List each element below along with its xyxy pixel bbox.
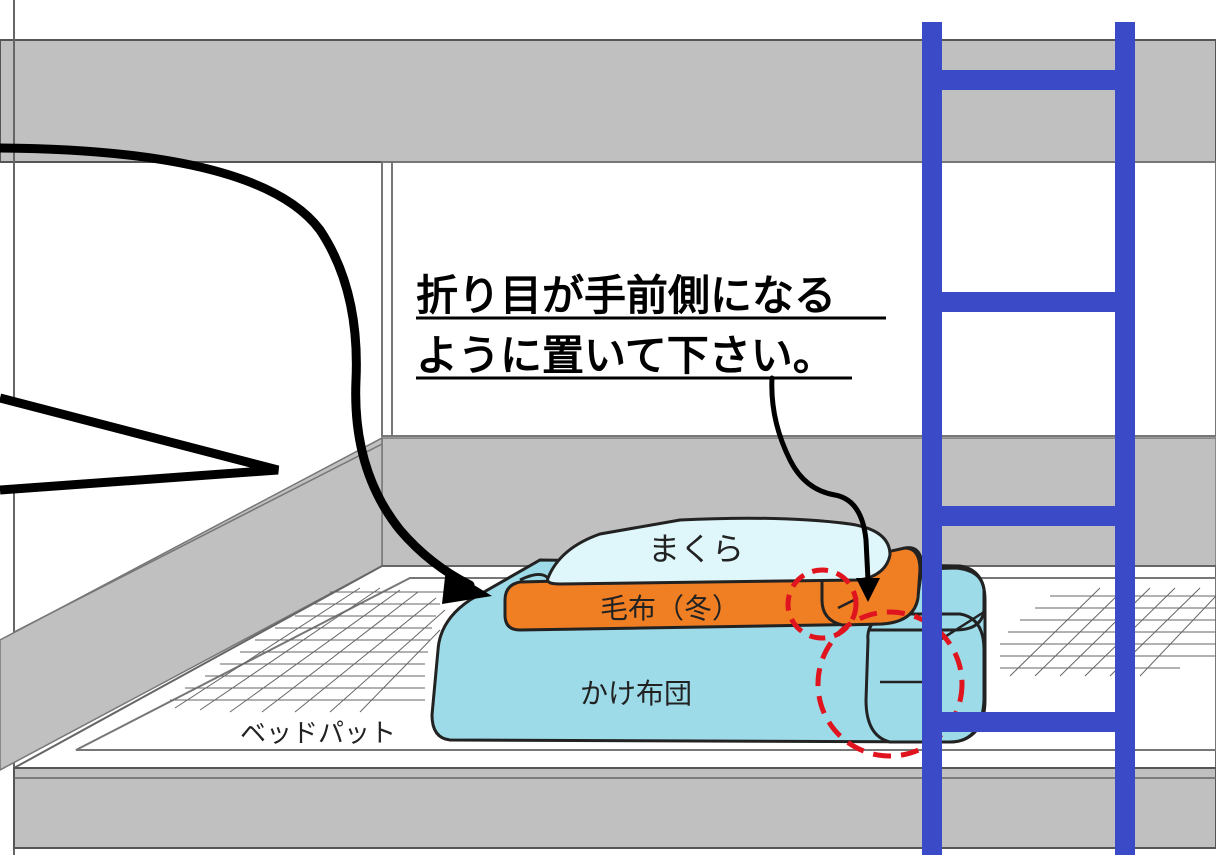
fold-highlight-small — [785, 567, 859, 641]
speech-bubble-tail — [0, 393, 280, 495]
pillow — [519, 516, 892, 586]
front-rail — [13, 767, 1216, 849]
upper-bunk-rail — [0, 39, 1216, 163]
blanket-label: 毛布（冬） — [600, 592, 740, 625]
curved-arrow-left — [0, 143, 475, 590]
curved-arrow-left-head — [442, 568, 492, 604]
pillow-label: まくら — [648, 530, 744, 568]
bed-pad-label: ベッドパット — [240, 719, 396, 749]
comforter-label: かけ布団 — [580, 677, 692, 710]
ladder — [922, 22, 1135, 855]
instruction-line-1: 折り目が手前側になる — [416, 271, 836, 320]
curved-arrow-note-head — [856, 578, 880, 602]
pad-grid-left — [170, 587, 446, 713]
instruction-line-2: ように置いて下さい。 — [416, 331, 835, 380]
curved-arrow-note — [769, 375, 871, 583]
fold-highlight-large — [815, 609, 965, 759]
